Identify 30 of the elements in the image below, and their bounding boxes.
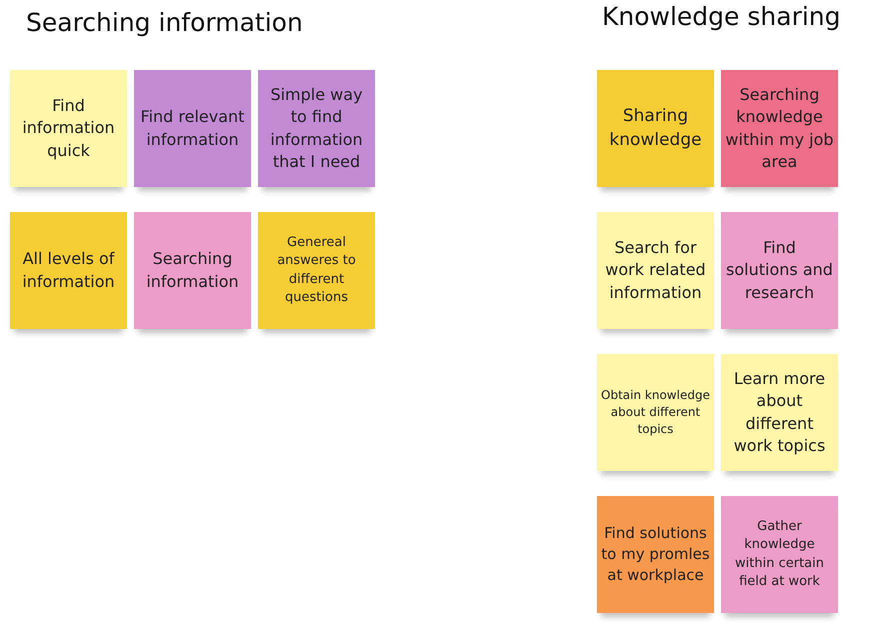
note-text: Genereal answeres to different questions [276, 234, 357, 307]
sticky-note [597, 212, 714, 329]
note-text: Sharing knowledge [608, 104, 703, 152]
note-text: Find relevant information [140, 106, 246, 150]
sticky-note [721, 70, 838, 187]
section-heading: Knowledge sharing [602, 2, 841, 31]
note-text: Learn more about different work topics [732, 368, 826, 457]
note-text: Find solutions to my promles at workplace [601, 523, 710, 586]
sticky-note [597, 354, 714, 471]
sticky-note [258, 212, 375, 329]
note-text: Searching information [145, 248, 240, 292]
sticky-note [597, 496, 714, 613]
sticky-note [721, 496, 838, 613]
sticky-note [10, 70, 127, 187]
note-text: Find solutions and research [725, 236, 834, 304]
note-text: All levels of information [21, 248, 116, 292]
note-text: Simple way to find information that I need [269, 84, 364, 173]
sticky-note [597, 70, 714, 187]
section-heading: Searching information [26, 8, 303, 37]
note-text: Gather knowledge within certain field at work [734, 518, 825, 591]
note-text: Search for work related information [604, 236, 707, 304]
sticky-note [134, 212, 251, 329]
sticky-note [10, 212, 127, 329]
sticky-note [721, 354, 838, 471]
sticky-note [258, 70, 375, 187]
note-text: Obtain knowledge about different topics [601, 387, 710, 438]
sticky-note [721, 212, 838, 329]
note-text: Searching knowledge within my job area [725, 84, 834, 173]
sticky-note [134, 70, 251, 187]
note-text: Find information quick [21, 94, 116, 162]
